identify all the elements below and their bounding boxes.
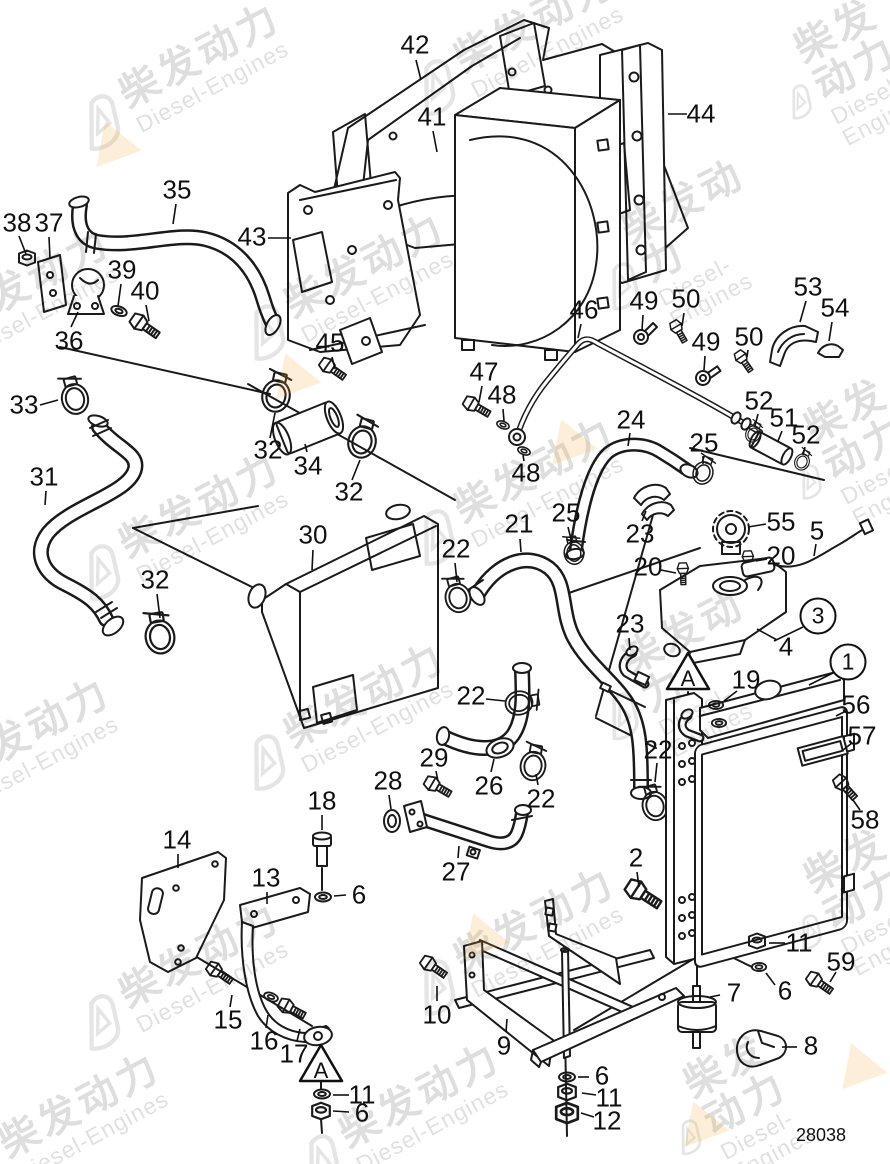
part-45-bolt [316, 354, 350, 385]
part-48-washer [515, 444, 533, 458]
part-6-washer [314, 891, 332, 903]
part-22-clamp [517, 740, 551, 784]
part-51-sleeve [748, 430, 794, 466]
part-33-clamp [55, 371, 93, 418]
part-39-washer [108, 303, 130, 319]
part-54-clip [817, 343, 844, 358]
part-52-clamp [791, 446, 815, 474]
part-16-washer [261, 989, 281, 1005]
part-7-damper [677, 985, 717, 1049]
part-13-bracket [239, 887, 333, 1047]
part-26-elbow-sleeve [485, 737, 515, 759]
part-23-bracket [633, 483, 675, 521]
part-11-washer [313, 1088, 331, 1100]
part-14-bracket [139, 851, 227, 973]
part-2-bolt [621, 875, 666, 915]
part-38-nut [18, 249, 36, 267]
part-47-bolt [460, 393, 494, 422]
part-21-hose [467, 552, 652, 800]
part-41-fan-shroud [454, 87, 621, 361]
part-31-lower-hose [32, 414, 144, 637]
part-4-expansion-tank [659, 557, 787, 665]
part-5-sensor [740, 518, 875, 578]
part-22-clamp [439, 571, 475, 616]
part-18-bolt [312, 831, 332, 867]
part-40-bolt [126, 309, 164, 343]
part-25-clamp [689, 452, 720, 488]
part-36-pipe-clamp [67, 268, 105, 315]
part-32-clamp [140, 607, 179, 657]
part-27-pipe [403, 800, 533, 860]
part-28-gasket [383, 809, 401, 833]
part-59-bolt [803, 968, 837, 999]
part-32-clamp [343, 413, 383, 462]
part-49-clip [693, 361, 723, 389]
part-8-clip [735, 1029, 787, 1068]
part-6-washer [558, 1071, 576, 1083]
part-34-sleeve [271, 400, 345, 456]
part-55-pressure-cap [712, 510, 750, 555]
part-30-charge-air-cooler [247, 503, 439, 729]
part-9-support [454, 898, 685, 1068]
part-21-hose-lower [435, 662, 532, 756]
part-43-mounting-plate [287, 171, 426, 365]
drawing-number: 28038 [795, 1125, 846, 1145]
part-53-bracket [769, 324, 819, 367]
part-6-nut [311, 1101, 331, 1121]
part-56-radiator-guard [694, 706, 855, 968]
part-23-elbow [599, 645, 651, 708]
part-24-hose [565, 437, 699, 561]
part-48-washer [494, 418, 512, 432]
part-17-bolt [275, 995, 309, 1023]
part-37-bracket-plate [37, 254, 67, 313]
part-15-bolt [203, 958, 237, 989]
part-35-upper-hose [68, 195, 282, 336]
part-50-bolt [731, 347, 757, 376]
part-49-clip [633, 322, 658, 345]
part-10-bolt [417, 952, 451, 983]
part-46-pipe [508, 336, 763, 446]
part-29-bolt [421, 773, 455, 802]
part-6-washer [750, 962, 768, 972]
part-50-bolt [667, 317, 691, 346]
